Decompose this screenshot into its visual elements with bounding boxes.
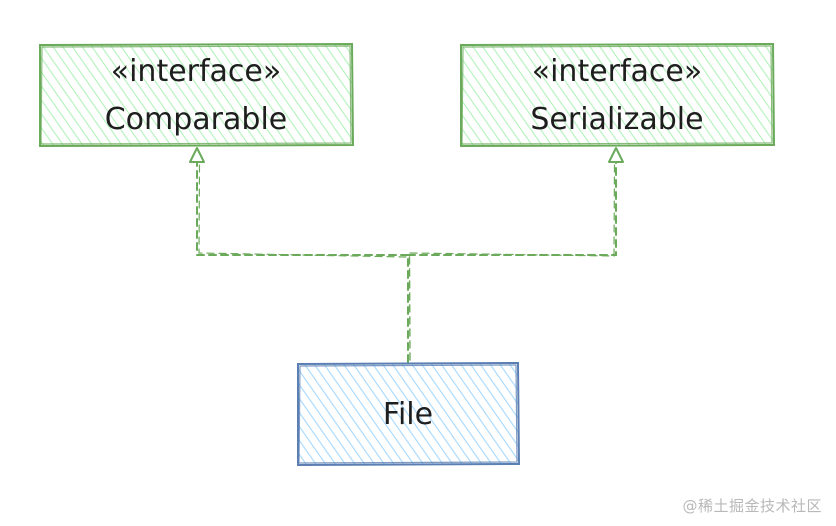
class-box-file-border	[297, 361, 521, 467]
interface-box-comparable-border-sketch	[40, 45, 352, 145]
interface-box-serializable-fill	[461, 45, 773, 145]
arrowhead-comparable-icon	[189, 147, 205, 163]
interface-name-comparable: Comparable	[105, 102, 288, 137]
watermark-text: @稀土掘金技术社区	[682, 497, 822, 515]
interface-box-serializable: «interface» Serializable	[460, 42, 776, 148]
interface-box-comparable-fill	[40, 45, 352, 145]
realization-lines	[196, 159, 617, 363]
class-box-file: File	[297, 361, 521, 467]
class-name-file: File	[383, 397, 433, 432]
realization-line-to-comparable	[196, 159, 409, 256]
interface-stereotype: «interface»	[532, 54, 703, 89]
realization-line-to-serializable	[407, 159, 617, 256]
class-box-file-fill	[298, 364, 518, 464]
realization-line-to-comparable-sketch	[198, 161, 407, 258]
class-box-file-border-sketch	[298, 364, 518, 464]
interface-box-serializable-border	[460, 42, 776, 148]
interface-box-comparable: «interface» Comparable	[39, 42, 355, 148]
arrowhead-serializable-icon	[608, 147, 624, 163]
interface-box-comparable-border	[39, 42, 355, 148]
interface-name-serializable: Serializable	[530, 102, 703, 137]
arrowheads	[189, 147, 624, 163]
realization-line-file-trunk-sketch	[408, 256, 411, 361]
realization-line-to-serializable-sketch	[409, 161, 616, 257]
interface-box-serializable-border-sketch	[461, 45, 773, 145]
interface-stereotype: «interface»	[111, 54, 282, 89]
